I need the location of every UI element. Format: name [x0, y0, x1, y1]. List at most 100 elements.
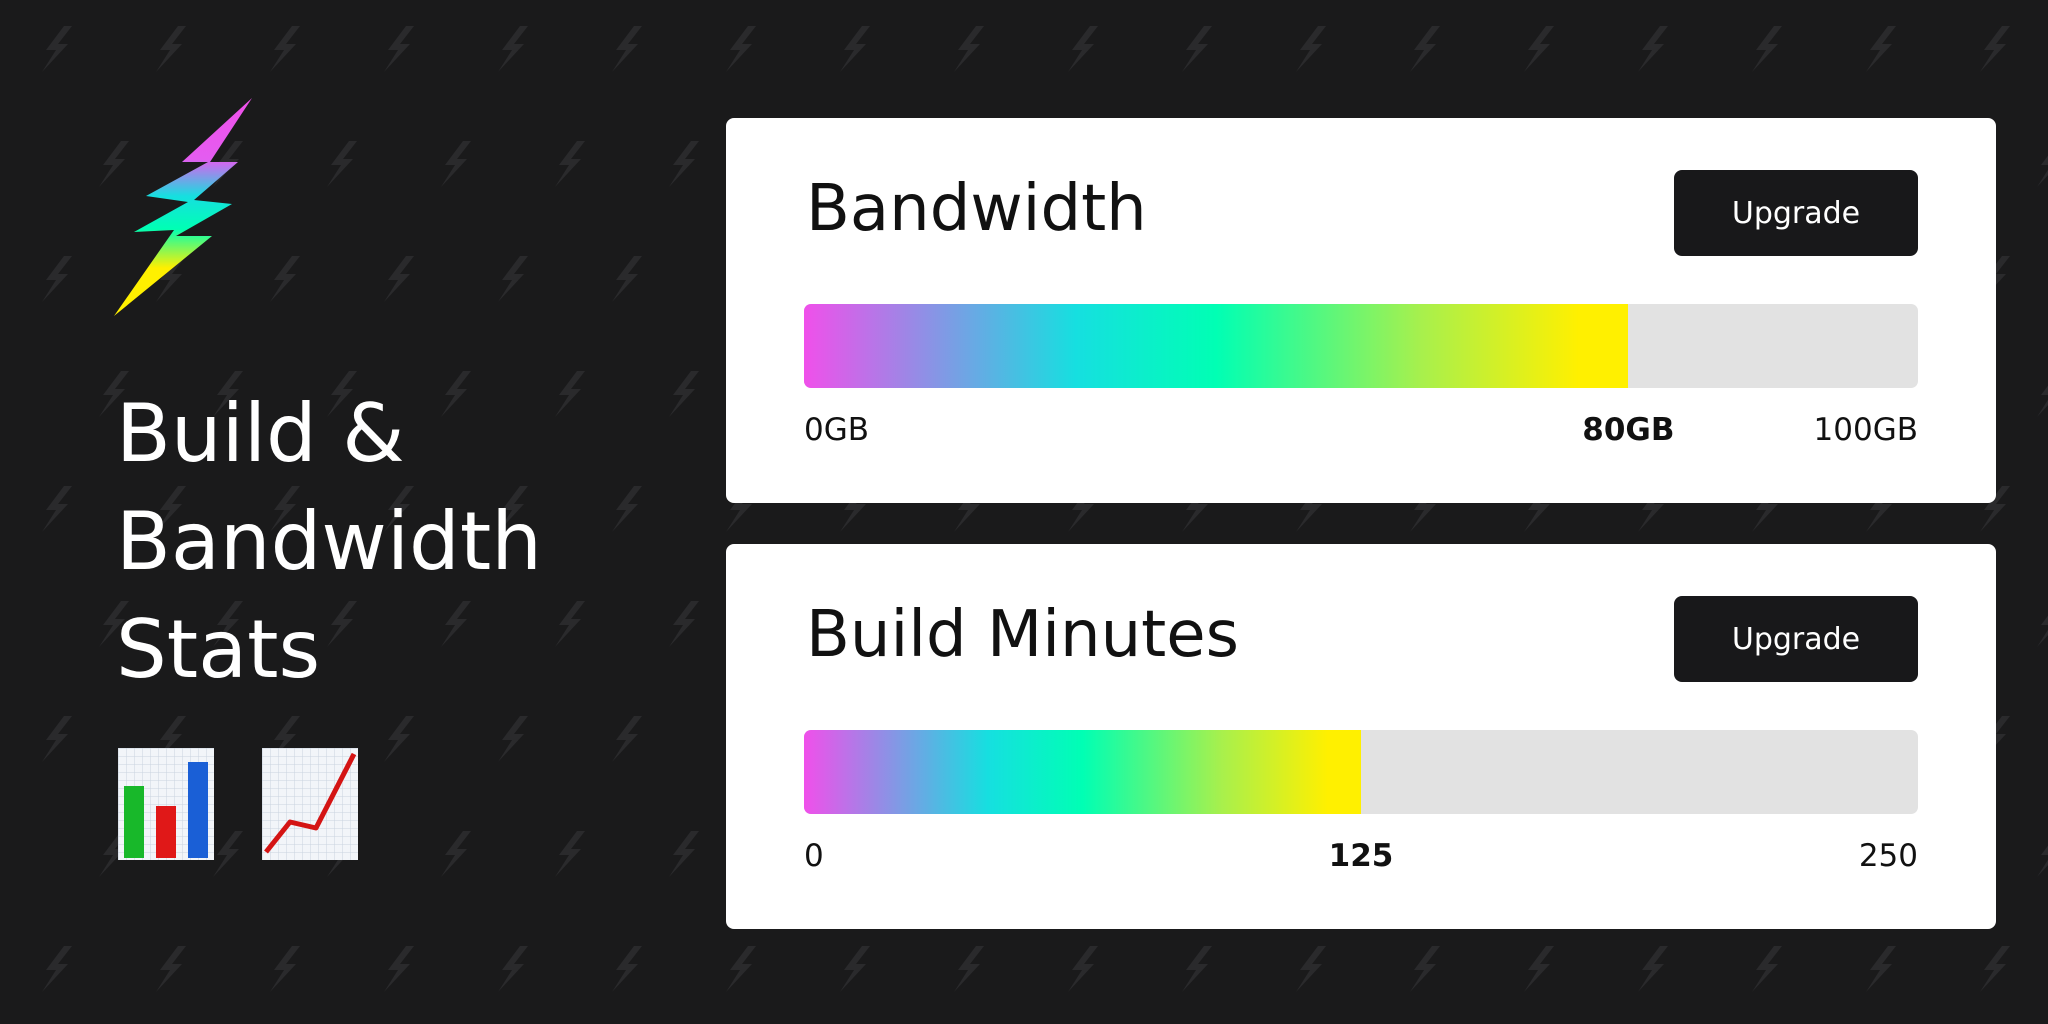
- background-bolt-icon: [327, 601, 357, 647]
- background-bolt-icon: [498, 256, 528, 302]
- background-bolt-icon: [2037, 385, 2048, 417]
- card-title: Bandwidth: [806, 172, 1147, 246]
- build-minutes-card: Build Minutes Upgrade 0 125 250: [726, 544, 1996, 929]
- background-bolt-icon: [1410, 26, 1440, 72]
- background-bolt-icon: [327, 141, 357, 187]
- background-bolt-icon: [1524, 486, 1554, 532]
- background-bolt-icon: [612, 486, 642, 532]
- background-bolt-icon: [669, 141, 699, 187]
- background-bolt-icon: [498, 946, 528, 992]
- background-bolt-icon: [213, 831, 243, 877]
- background-bolt-icon: [840, 26, 870, 72]
- background-bolt-icon: [156, 256, 186, 302]
- background-bolt-icon: [42, 256, 72, 302]
- background-bolt-icon: [327, 371, 357, 417]
- usage-scale: 0GB 80GB 100GB: [804, 412, 1918, 456]
- upgrade-bandwidth-button[interactable]: Upgrade: [1674, 170, 1918, 256]
- background-bolt-icon: [1410, 946, 1440, 992]
- background-bolt-icon: [1182, 486, 1212, 532]
- background-bolt-icon: [384, 716, 414, 762]
- background-bolt-icon: [1068, 946, 1098, 992]
- background-bolt-icon: [1068, 26, 1098, 72]
- background-bolt-icon: [156, 26, 186, 72]
- background-bolt-icon: [1752, 946, 1782, 992]
- background-bolt-icon: [441, 141, 471, 187]
- background-bolt-icon: [954, 26, 984, 72]
- scale-max-label: 100GB: [1813, 412, 1918, 448]
- background-bolt-icon: [726, 946, 756, 992]
- bandwidth-card: Bandwidth Upgrade 0GB 80GB 100GB: [726, 118, 1996, 503]
- scale-current-label: 125: [1328, 838, 1394, 874]
- card-title: Build Minutes: [806, 598, 1239, 672]
- scale-current-label: 80GB: [1582, 412, 1675, 448]
- background-bolt-icon: [612, 946, 642, 992]
- background-bolt-icon: [612, 26, 642, 72]
- background-bolt-icon: [555, 601, 585, 647]
- background-bolt-icon: [270, 256, 300, 302]
- background-bolt-icon: [1638, 26, 1668, 72]
- scale-min-label: 0GB: [804, 412, 870, 448]
- background-bolt-icon: [213, 371, 243, 417]
- background-bolt-icon: [1524, 946, 1554, 992]
- background-bolt-icon: [840, 946, 870, 992]
- background-bolt-icon: [669, 601, 699, 647]
- background-bolt-icon: [669, 831, 699, 877]
- background-bolt-icon: [384, 26, 414, 72]
- background-bolt-icon: [1866, 26, 1896, 72]
- background-bolt-icon: [213, 601, 243, 647]
- background-bolt-icon: [2037, 845, 2048, 877]
- background-bolt-icon: [726, 26, 756, 72]
- background-bolt-icon: [1980, 26, 2010, 72]
- background-bolt-icon: [441, 831, 471, 877]
- headline: Build & Bandwidth Stats: [116, 380, 676, 704]
- background-bolt-icon: [498, 486, 528, 532]
- background-bolt-icon: [726, 486, 756, 532]
- background-bolt-icon: [384, 486, 414, 532]
- usage-progress-bar: [804, 304, 1918, 388]
- upgrade-build-minutes-button[interactable]: Upgrade: [1674, 596, 1918, 682]
- background-bolt-icon: [1980, 946, 2010, 992]
- lightning-bolt-logo-icon: [114, 98, 252, 316]
- background-bolt-icon: [384, 256, 414, 302]
- background-bolt-icon: [498, 26, 528, 72]
- background-bolt-icon: [1752, 26, 1782, 72]
- headline-line: Build &: [116, 387, 405, 480]
- background-bolt-icon: [99, 601, 129, 647]
- scale-max-label: 250: [1858, 838, 1918, 874]
- background-bolt-icon: [1866, 946, 1896, 992]
- background-bolt-icon: [441, 601, 471, 647]
- usage-progress-bar: [804, 730, 1918, 814]
- background-bolt-icon: [99, 831, 129, 877]
- background-bolt-icon: [270, 946, 300, 992]
- background-bolt-icon: [555, 831, 585, 877]
- usage-progress-fill: [804, 730, 1361, 814]
- bar-chart-icon: [118, 748, 214, 860]
- background-bolt-icon: [555, 141, 585, 187]
- background-bolt-icon: [1638, 946, 1668, 992]
- background-bolt-icon: [384, 946, 414, 992]
- background-bolt-icon: [42, 946, 72, 992]
- background-bolt-icon: [2037, 155, 2048, 187]
- background-bolt-icon: [1752, 486, 1782, 532]
- background-bolt-icon: [99, 371, 129, 417]
- background-bolt-icon: [954, 486, 984, 532]
- background-bolt-icon: [2037, 615, 2048, 647]
- background-bolt-icon: [42, 486, 72, 532]
- usage-progress-fill: [804, 304, 1629, 388]
- background-bolt-icon: [612, 716, 642, 762]
- background-bolt-icon: [1182, 946, 1212, 992]
- background-bolt-icon: [1866, 486, 1896, 532]
- usage-scale: 0 125 250: [804, 838, 1918, 882]
- background-bolt-icon: [1296, 486, 1326, 532]
- line-chart-icon: [262, 748, 358, 860]
- headline-line: Stats: [116, 603, 321, 696]
- background-bolt-icon: [669, 371, 699, 417]
- background-bolt-icon: [1296, 26, 1326, 72]
- background-bolt-icon: [42, 26, 72, 72]
- background-bolt-icon: [954, 946, 984, 992]
- background-bolt-icon: [840, 486, 870, 532]
- background-bolt-icon: [1638, 486, 1668, 532]
- background-bolt-icon: [441, 371, 471, 417]
- background-bolt-icon: [156, 946, 186, 992]
- background-bolt-icon: [99, 141, 129, 187]
